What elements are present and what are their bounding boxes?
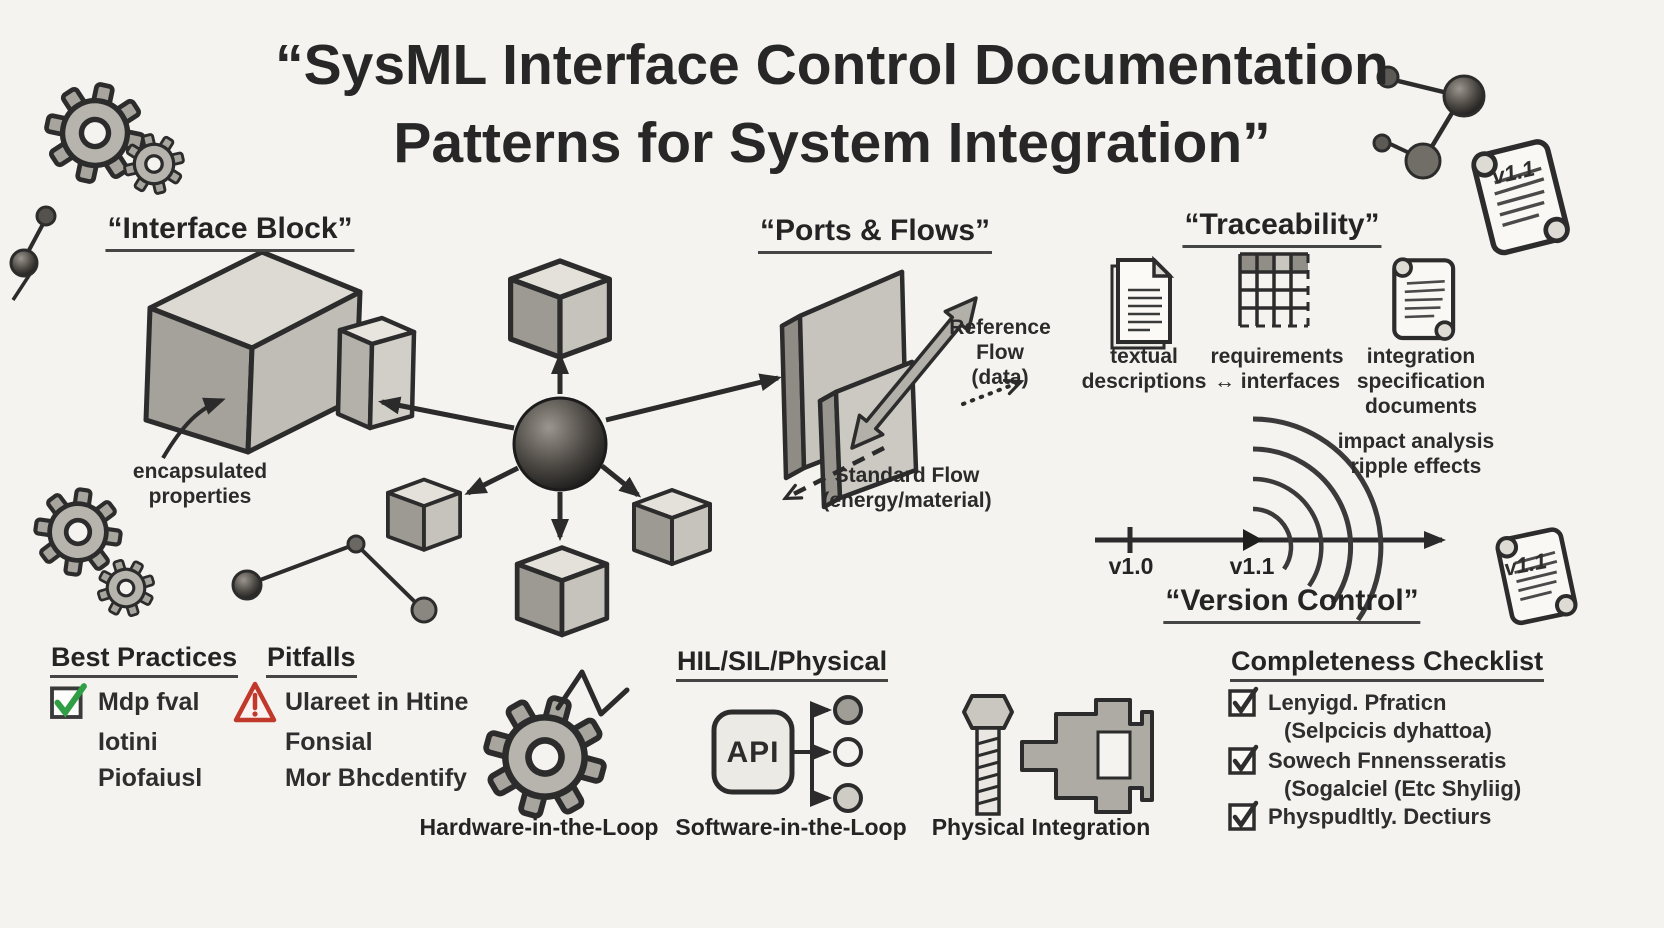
- api-box-icon: [711, 695, 863, 813]
- molecule-topright-decoration: [1372, 65, 1486, 180]
- sil-node-2: [833, 737, 863, 767]
- pitfalls-heading: Pitfalls: [266, 642, 357, 678]
- sil-node-3: [833, 783, 863, 813]
- document-icon: [1110, 255, 1175, 350]
- encapsulated-properties-caption: encapsulated properties: [132, 460, 268, 508]
- completeness-checklist-heading: Completeness Checklist: [1230, 646, 1545, 682]
- encapsulated-properties-arrow: [161, 397, 226, 460]
- impact-analysis-note: impact analysis ripple effects: [1337, 430, 1495, 478]
- clamp-coupler-icon: [1020, 698, 1154, 814]
- reference-flow-double-arrow: [850, 296, 978, 450]
- pitfalls-line1: Ulareet in Htine: [285, 688, 469, 716]
- best-practices-line1: Mdp fval: [98, 688, 200, 716]
- signal-zigzag-icon: [555, 669, 630, 717]
- page-title-line2: Patterns for System Integration”: [393, 111, 1271, 175]
- bolt-icon: [962, 694, 1014, 816]
- checklist-item1-line1: Lenyigd. Pfraticn: [1268, 690, 1447, 715]
- api-label: API: [726, 736, 780, 769]
- interface-block-sketch: [143, 249, 417, 455]
- ports-flows-heading: “Ports & Flows”: [757, 214, 993, 254]
- textual-descriptions-label: textual descriptions: [1081, 345, 1207, 394]
- integration-spec-label: integration specification documents: [1356, 345, 1486, 419]
- standard-flow-dashed-arrow: [786, 445, 886, 498]
- v11-label: v1.1: [1229, 553, 1275, 579]
- sil-node-1: [833, 695, 863, 725]
- software-in-the-loop-label: Software-in-the-Loop: [675, 814, 907, 840]
- hub-cube-top: [511, 261, 610, 357]
- checklist-item2-line2: (Sogalciel (Etc Shyliig): [1284, 776, 1522, 801]
- interface-block-heading: “Interface Block”: [105, 212, 355, 252]
- ripple-arcs: [1252, 416, 1384, 622]
- hub-cube-left: [385, 477, 463, 552]
- checklist-item1-line2: (Selpcicis dyhattoa): [1284, 718, 1492, 743]
- molecule-bottomcenter-decoration: [231, 534, 438, 624]
- hub-cube-bottom: [517, 548, 607, 635]
- hub-spoke-sketch: [378, 261, 782, 635]
- requirements-interfaces-label: requirements ↔ interfaces: [1210, 345, 1344, 394]
- v11-marker: [1243, 529, 1263, 551]
- checklist-item3-line1: Physpudltly. Dectiurs: [1268, 804, 1492, 829]
- best-practices-line2: Iotini: [98, 728, 158, 756]
- molecule-left-decoration: [9, 205, 57, 301]
- reference-flow-label: Reference Flow (data): [949, 316, 1051, 389]
- hil-sil-physical-heading: HIL/SIL/Physical: [676, 646, 889, 682]
- hardware-in-the-loop-label: Hardware-in-the-Loop: [419, 814, 659, 840]
- hardware-gear-icon: [472, 669, 630, 830]
- version-timeline-sketch: [1095, 416, 1446, 622]
- pitfalls-line3: Mor Bhcdentify: [285, 764, 467, 792]
- checklist-checkbox-1: [1230, 689, 1256, 715]
- warning-triangle-icon: [233, 681, 277, 723]
- best-practices-heading: Best Practices: [50, 642, 239, 678]
- page-title-line1: “SysML Interface Control Documentation: [275, 33, 1389, 97]
- standard-flow-label: Standard Flow (energy/material): [822, 464, 992, 512]
- hub-sphere: [512, 396, 608, 492]
- physical-integration-label: Physical Integration: [931, 814, 1151, 840]
- hub-cube-right: [632, 488, 712, 566]
- v10-label: v1.0: [1108, 553, 1154, 579]
- checklist-item2-line1: Sowech Fnnensseratis: [1268, 748, 1507, 773]
- checklist-checkbox-2: [1230, 747, 1256, 773]
- matrix-table-icon: [1238, 252, 1310, 328]
- traceability-heading: “Traceability”: [1182, 208, 1382, 248]
- checklist-checkbox-3: [1230, 803, 1256, 829]
- green-checkbox-icon: [50, 683, 87, 719]
- reference-flow-dotted-arrow: [961, 382, 1020, 406]
- version-control-heading: “Version Control”: [1163, 584, 1421, 624]
- pitfalls-line2: Fonsial: [285, 728, 373, 756]
- scroll-icon: [1394, 259, 1453, 339]
- best-practices-line3: Piofaiusl: [98, 764, 203, 792]
